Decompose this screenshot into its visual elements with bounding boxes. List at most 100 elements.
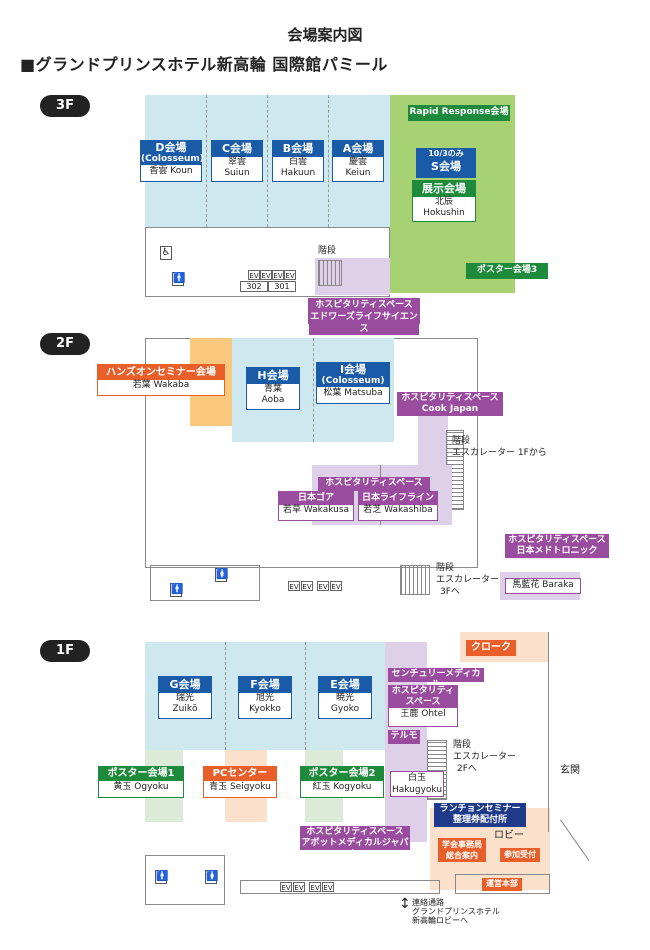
restroom-block-2f <box>150 565 260 601</box>
cook-sponsor: Cook Japan <box>421 404 479 414</box>
room-a-name1: 慶雲 <box>348 157 367 167</box>
abbott-sponsor: アボットメディカルジャパン <box>301 838 409 859</box>
hospitality-1f-label: ホスピタリティ スペース 王鹿 Ohtel <box>388 685 458 727</box>
medtronic-label: ホスピタリティスペース 日本メドトロニック <box>505 534 609 558</box>
elevator-icon: EV <box>260 270 272 280</box>
hq-room <box>455 874 550 894</box>
wall-line <box>560 819 590 861</box>
room-a-name2: Keiun <box>345 168 371 178</box>
passage-line3: 新高輪ロビーへ <box>412 916 468 925</box>
elevator-icon: EV <box>248 270 260 280</box>
hq-label: 運営本部 <box>482 878 522 891</box>
secretariat-label: 学会事務局 総合案内 <box>438 838 486 862</box>
room-c-label: C会場 翠雲 Suiun <box>211 140 263 182</box>
cloak-text: クローク <box>471 642 511 653</box>
rapid-response-label: Rapid Response会場 <box>408 105 510 121</box>
escalator-dest-1f: 2Fへ <box>457 764 477 774</box>
partition <box>305 642 306 750</box>
elevator-icon: EV <box>280 882 292 892</box>
hospitality-3f-title: ホスピタリティスペース <box>309 299 419 311</box>
room-d-subtitle: (Colosseum) <box>141 154 204 165</box>
room-a-title: A会場 <box>333 141 383 157</box>
corridor-1f <box>240 880 440 894</box>
poster1-name: 黄玉 Ogyoku <box>113 782 169 792</box>
exhibit-label: 展示会場 北辰 Hokushin <box>412 180 476 222</box>
elevator-icon: EV <box>272 270 284 280</box>
room-b-name1: 白雲 <box>288 157 307 167</box>
wall-line <box>548 632 549 832</box>
poster1-label: ポスター会場1 黄玉 Ogyoku <box>98 766 184 798</box>
floor-tag-2f: 2F <box>40 333 90 355</box>
goa-sponsor: 日本ゴア <box>279 492 353 505</box>
stairs-2f <box>400 565 430 595</box>
exhibit-name1: 北辰 <box>434 197 453 207</box>
poster3-text: ポスター会場3 <box>476 265 538 275</box>
partition <box>313 338 314 442</box>
rapid-response-text: Rapid Response会場 <box>409 107 509 117</box>
medtronic-sponsor: 日本メドトロニック <box>516 546 598 556</box>
stairs-label-1f: 階段 <box>453 740 472 750</box>
room-f-title: F会場 <box>239 677 291 693</box>
room-e-name2: Gyoko <box>330 704 360 714</box>
hakugyoku-name2: Hakugyoku <box>391 785 443 795</box>
secretariat-line1: 学会事務局 <box>442 840 482 849</box>
abbott-title: ホスピタリティスペース <box>306 827 404 837</box>
hq-text: 運営本部 <box>486 879 518 888</box>
partition <box>267 95 268 227</box>
cook-label: ホスピタリティスペース Cook Japan <box>397 392 503 416</box>
entrance-label: 玄関 <box>560 765 580 776</box>
goa-name: 若草 Wakakusa <box>282 505 350 515</box>
stairs-label-2f: 階段 <box>452 436 471 446</box>
room-f-label: F会場 旭光 Kyokko <box>238 676 292 719</box>
elevator-icon: EV <box>309 882 321 892</box>
map-subtitle: ■グランドプリンスホテル新高輪 国際館パミール <box>20 55 388 74</box>
medtronic-title: ホスピタリティスペース <box>508 535 606 545</box>
elevator-icon: EV <box>301 581 313 591</box>
floor-tag-1f: 1F <box>40 640 90 662</box>
map-title: 会場案内図 <box>287 26 363 44</box>
restroom-icon: 🚹 <box>170 583 184 597</box>
room-i-label: I会場 (Colosseum) 松葉 Matsuba <box>316 362 390 404</box>
room-i-subtitle: (Colosseum) <box>317 376 389 387</box>
secretariat-line2: 総合案内 <box>446 851 478 860</box>
restroom-icon: 🚹 <box>172 272 186 286</box>
room-g-label: G会場 瑞光 Zuikō <box>158 676 212 719</box>
escalator-label-1f: エスカレーター <box>453 752 517 762</box>
passage-arrow-icon: ↕ <box>399 896 411 912</box>
room-f-name2: Kyokko <box>249 704 281 714</box>
hakugyoku-name1: 白玉 <box>407 773 426 783</box>
room-h-name1: 青葉 <box>263 384 282 394</box>
cook-area <box>418 410 448 470</box>
room-g-name2: Zuikō <box>172 704 198 714</box>
partition <box>225 642 226 750</box>
room-302: 302 <box>240 281 268 292</box>
room-s-note: 10/3のみ <box>428 149 464 158</box>
reception-text: 参加受付 <box>504 850 536 859</box>
escalator-label-2f-b: エスカレーター <box>436 575 500 585</box>
room-c-title: C会場 <box>212 141 262 157</box>
hospitality-1f-title2: スペース <box>389 697 457 708</box>
cloak-label: クローク <box>466 640 516 656</box>
restroom-icon: ♿ <box>160 246 172 260</box>
luncheon-line1: ランチョンセミナー <box>439 804 521 814</box>
pc-center-label: PCセンター 青玉 Seigyoku <box>203 766 277 798</box>
luncheon-label: ランチョンセミナー 整理券配付所 <box>434 803 526 827</box>
room-b-label: B会場 白雲 Hakuun <box>272 140 324 182</box>
restroom-icon: 🚺 <box>215 568 229 582</box>
poster2-title: ポスター会場2 <box>301 767 383 781</box>
room-i-name: 松葉 Matsuba <box>323 388 383 398</box>
lifeline-name: 若芝 Wakashiba <box>363 505 433 515</box>
stairs-label-3f: 階段 <box>318 246 337 256</box>
room-g-title: G会場 <box>159 677 211 693</box>
baraka-label: 馬藍花 Baraka <box>505 578 581 594</box>
room-g-name1: 瑞光 <box>175 693 194 703</box>
luncheon-line2: 整理券配付所 <box>452 815 507 825</box>
hospitality-1f-title1: ホスピタリティ <box>389 686 457 697</box>
lifeline-label: 日本ライフライン 若芝 Wakashiba <box>358 491 438 521</box>
hospitality-2f-title: ホスピタリティスペース <box>325 478 423 488</box>
room-s-label: 10/3のみ S会場 <box>416 148 476 178</box>
room-b-title: B会場 <box>273 141 323 157</box>
pc-center-title: PCセンター <box>204 767 276 781</box>
stairs-3f <box>318 260 342 286</box>
elevator-icon: EV <box>284 270 296 280</box>
